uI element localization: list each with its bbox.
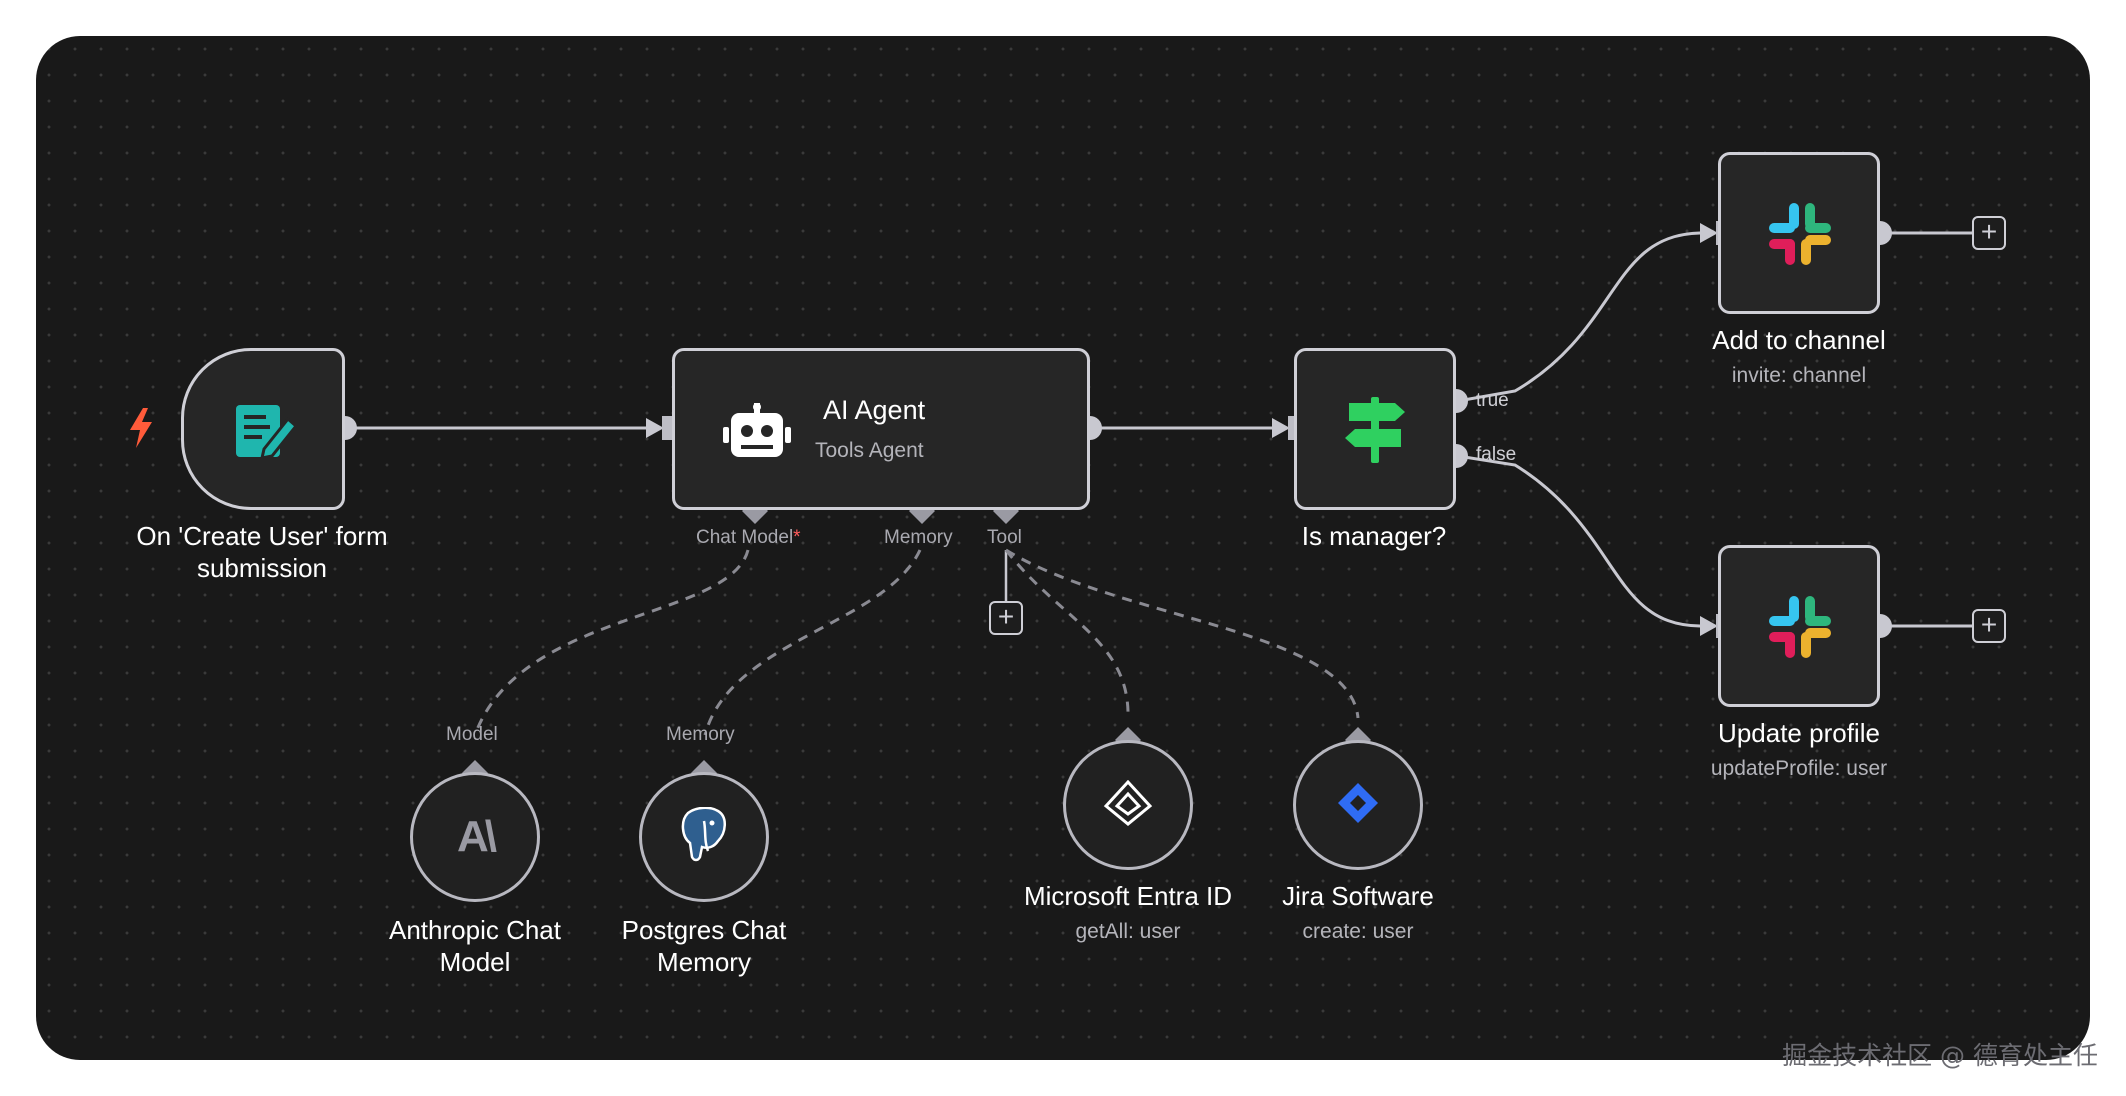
arrow-head — [1272, 418, 1290, 438]
memory-input-port-label: Memory — [666, 724, 735, 745]
jira-label: Jira Software — [1282, 881, 1434, 911]
agent-input-handle[interactable] — [662, 416, 672, 440]
update-profile-subtitle: updateProfile: user — [1710, 757, 1888, 780]
arrow-head — [646, 418, 664, 438]
connection-chat-model[interactable] — [473, 549, 750, 736]
robot-icon — [723, 403, 791, 464]
add-after-profile-button[interactable]: + — [1972, 609, 2006, 643]
connection-false-update-profile[interactable] — [1457, 454, 1710, 628]
condition-label: Is manager? — [1301, 521, 1447, 551]
connection-memory[interactable] — [703, 549, 922, 736]
jira-icon — [1336, 781, 1380, 830]
anthropic-chat-model-node[interactable]: A\ — [410, 772, 540, 902]
jira-software-node[interactable] — [1293, 740, 1423, 870]
model-port-label: Model — [446, 724, 498, 745]
arrow-head — [1700, 616, 1718, 636]
signpost-icon — [1343, 397, 1407, 468]
slack-icon — [1767, 201, 1833, 272]
entra-label: Microsoft Entra ID — [1023, 881, 1233, 911]
condition-input-handle[interactable] — [1288, 416, 1298, 440]
required-mark: * — [793, 527, 801, 548]
ai-agent-node[interactable]: AI Agent Tools Agent — [672, 348, 1090, 510]
form-icon — [234, 401, 299, 466]
postgres-elephant-icon — [678, 806, 730, 868]
memory-port-label: Memory — [884, 527, 953, 548]
entra-icon — [1103, 779, 1153, 831]
connection-tool-jira[interactable] — [1005, 548, 1360, 719]
entra-subtitle: getAll: user — [1075, 920, 1181, 943]
lightning-icon — [126, 406, 156, 450]
add-channel-subtitle: invite: channel — [1731, 364, 1867, 387]
trigger-label: On 'Create User' form submission — [136, 521, 388, 583]
update-profile-title: Update profile — [1718, 718, 1880, 748]
postgres-chat-memory-node[interactable] — [639, 772, 769, 902]
slack-update-profile-node[interactable] — [1718, 545, 1880, 707]
chat-model-port-label: Chat Model* — [696, 527, 801, 548]
connection-tool-entra[interactable] — [1004, 549, 1130, 719]
condition-node[interactable] — [1294, 348, 1456, 510]
false-branch-label: false — [1476, 444, 1517, 465]
slack-add-channel-node[interactable] — [1718, 152, 1880, 314]
agent-title: AI Agent — [823, 395, 926, 425]
add-tool-button[interactable]: + — [989, 601, 1023, 635]
arrow-head — [1700, 223, 1718, 243]
trigger-node[interactable] — [181, 348, 345, 510]
add-channel-title: Add to channel — [1712, 325, 1886, 355]
tool-port-label: Tool — [987, 527, 1022, 548]
agent-subtitle: Tools Agent — [815, 439, 924, 462]
watermark: 掘金技术社区 @ 德育处主任 — [1782, 1041, 2098, 1070]
true-branch-label: true — [1476, 390, 1509, 411]
connection-true-add-channel[interactable] — [1457, 231, 1710, 403]
anthropic-icon: A\ — [457, 812, 497, 861]
add-after-channel-button[interactable]: + — [1972, 216, 2006, 250]
jira-subtitle: create: user — [1302, 920, 1414, 943]
slack-icon — [1767, 594, 1833, 665]
microsoft-entra-id-node[interactable] — [1063, 740, 1193, 870]
